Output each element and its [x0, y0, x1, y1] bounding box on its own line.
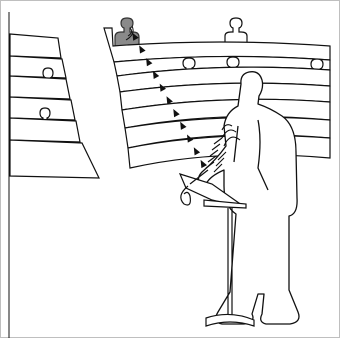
- sound-wave-icon: [125, 25, 134, 41]
- left-row-5: [9, 117, 81, 143]
- signal-arrow-icon: [173, 109, 180, 118]
- right-seating-section: [103, 17, 331, 169]
- left-seating-section: [9, 33, 100, 179]
- signal-arrow-icon: [200, 159, 207, 169]
- microphone-icon: [180, 169, 209, 206]
- sound-wave-icon: [205, 124, 241, 173]
- signal-arrow-icon: [132, 32, 139, 41]
- signal-arrow-path: [125, 25, 207, 169]
- signal-arrow-icon: [146, 58, 153, 67]
- left-row-3: [9, 75, 71, 100]
- signal-arrow-icon: [180, 121, 187, 130]
- signal-arrow-icon: [159, 83, 166, 92]
- signal-arrow-icon: [139, 45, 146, 54]
- listener-silhouette-icon: [114, 17, 140, 47]
- signal-arrow-icon: [152, 70, 160, 79]
- lectern: [178, 173, 255, 327]
- signal-arrow-icon: [193, 147, 201, 156]
- signal-arrow-icon: [166, 96, 173, 105]
- left-row-1: [9, 33, 62, 59]
- listener-silhouette-icon: [224, 17, 248, 45]
- signal-arrow-icon: [187, 134, 194, 143]
- left-row-2: [9, 55, 67, 79]
- left-row-6: [9, 139, 100, 179]
